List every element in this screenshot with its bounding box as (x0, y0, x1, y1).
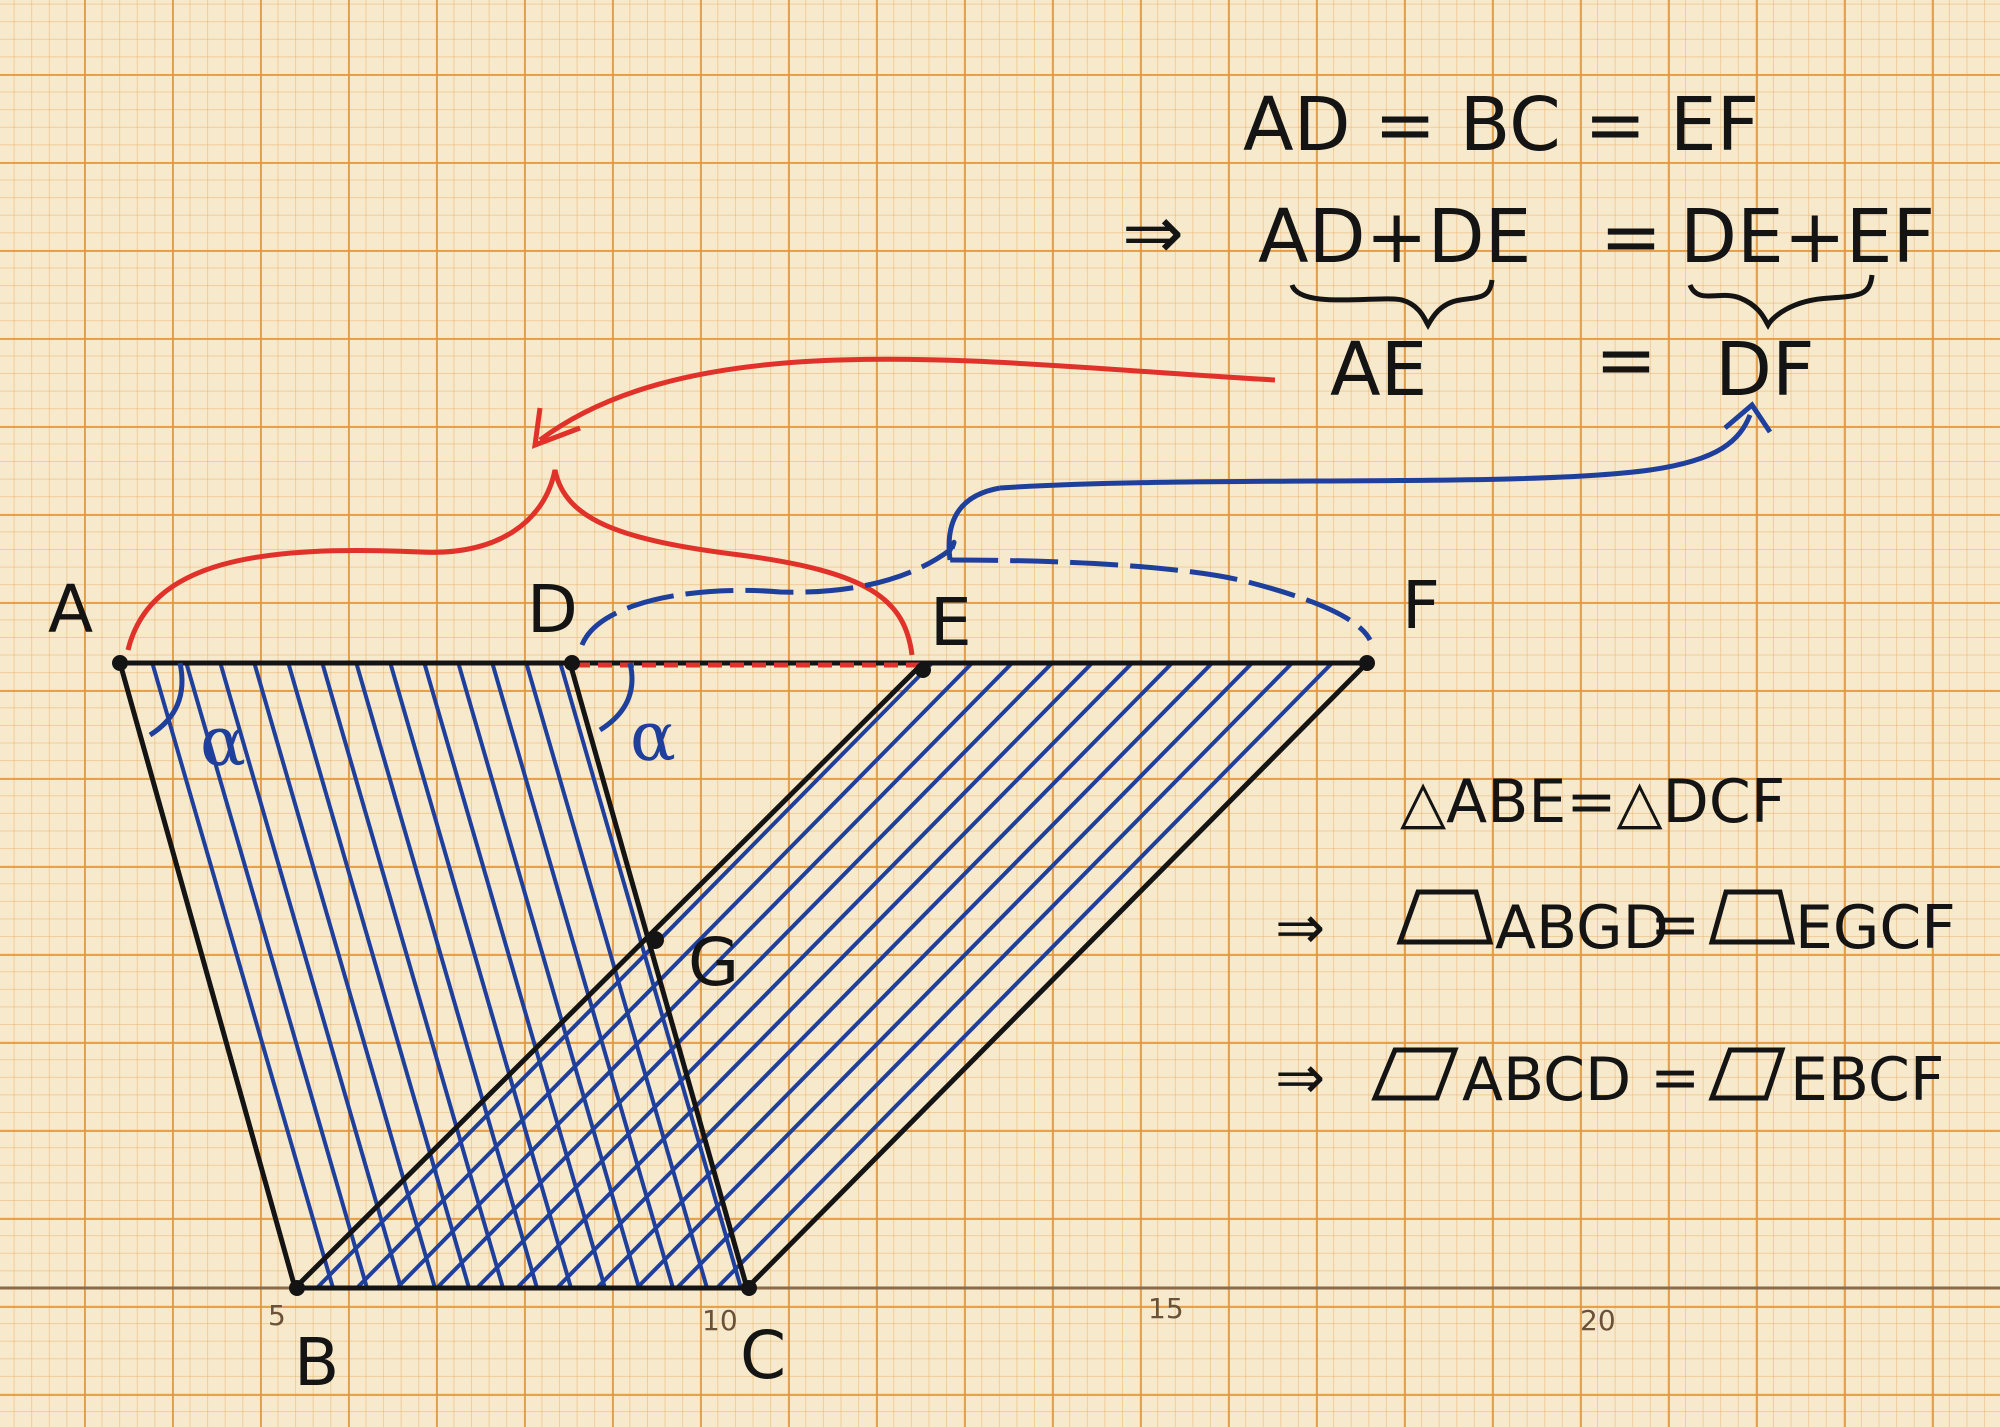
angle-arc-a (148, 662, 185, 738)
label-c: C (740, 1317, 786, 1394)
hatch-line-ebcf (348, 663, 982, 1288)
blue-arrowhead (1723, 401, 1773, 434)
segment-cf (744, 660, 1370, 1291)
blue-brace-stem (946, 485, 1001, 561)
hatch-line-ebcf (508, 663, 1142, 1288)
hatch-line-ebcf (388, 663, 1022, 1288)
points (112, 655, 1375, 1296)
hatch-line-ebcf (468, 663, 1102, 1288)
hatch-line-ebcf (428, 663, 1062, 1288)
hatch-line-abcd (352, 663, 541, 1288)
segment-ab (117, 660, 298, 1291)
hatch-line-abcd (386, 663, 575, 1288)
tick-20: 20 (1580, 1304, 1616, 1337)
hatch-line-ebcf (708, 663, 1342, 1288)
red-brace-ae (125, 469, 915, 656)
label-g: G (688, 924, 739, 1001)
red-arrowhead (531, 407, 581, 449)
eq-line2-right: DE+EF (1680, 194, 1935, 280)
point-g (646, 931, 664, 949)
cong-line3-arrow: ⇒ (1275, 1043, 1325, 1113)
tick-5: 5 (268, 1299, 286, 1332)
eq-line2-left: AD+DE (1258, 194, 1531, 280)
hatch-line-abcd (148, 663, 337, 1288)
hatch-line-abcd (420, 663, 609, 1288)
cong-line3-left: ABCD (1462, 1045, 1631, 1115)
brace-under-ad-de (1289, 279, 1495, 330)
label-e: E (930, 584, 972, 661)
label-f: F (1402, 567, 1440, 644)
hatch-line-abcd (454, 663, 643, 1288)
hatch-line-abcd (182, 663, 371, 1288)
segment-dc (567, 660, 750, 1291)
point-f (1359, 655, 1375, 671)
hatch-line-abcd (522, 663, 711, 1288)
trapezoid-icon-1 (1396, 889, 1494, 945)
hatch-line-abcd (488, 663, 677, 1288)
angle-label-a: α (200, 703, 246, 782)
hatch-line-abcd (250, 663, 439, 1288)
hatch-line-ebcf (588, 663, 1222, 1288)
angle-arc-d (598, 662, 635, 733)
label-a: A (48, 571, 93, 648)
eq-line2-arrow: ⇒ (1122, 190, 1184, 276)
point-d (564, 655, 580, 671)
eq-line3-right: DF (1715, 327, 1815, 413)
cong-line2-eq: = (1650, 890, 1700, 960)
figure-outline (117, 660, 1370, 1291)
hatch-line-ebcf (668, 663, 1302, 1288)
label-d: D (527, 571, 578, 648)
hatch-parallelogram-abcd (148, 663, 749, 1288)
hatch-line-abcd (216, 663, 405, 1288)
cong-line1: △ABE=△DCF (1400, 767, 1785, 837)
hatch-line-ebcf (628, 663, 1262, 1288)
brace-under-de-ef (1687, 274, 1875, 330)
cong-line2-arrow: ⇒ (1275, 893, 1325, 963)
eq-line3-left: AE (1330, 327, 1427, 413)
hatch-line-ebcf (308, 663, 942, 1288)
point-e (915, 662, 931, 678)
hatch-line-ebcf (548, 663, 1182, 1288)
tick-15: 15 (1148, 1292, 1184, 1325)
angle-label-d: α (630, 698, 676, 777)
cong-line3-eq: = (1650, 1043, 1700, 1113)
eq-line1: AD = BC = EF (1243, 82, 1759, 168)
tick-10: 10 (702, 1304, 738, 1337)
hatch-line-abcd (556, 663, 745, 1288)
parallelogram-icon-1 (1371, 1047, 1459, 1101)
blue-brace-df (579, 539, 1373, 647)
cong-line2-left: ABGD (1495, 893, 1669, 963)
point-b (289, 1280, 305, 1296)
hatch-line-abcd (284, 663, 473, 1288)
label-b: B (294, 1324, 339, 1401)
blue-arrow-df (999, 414, 1753, 491)
parallelogram-icon-2 (1708, 1047, 1786, 1101)
eq-line2-eq: = (1600, 194, 1662, 280)
trapezoid-icon-2 (1708, 889, 1796, 945)
segment-be (292, 660, 926, 1291)
hatch-line-abcd (318, 663, 507, 1288)
eq-line3-eq: = (1595, 317, 1657, 403)
point-c (741, 1280, 757, 1296)
red-arrow-ae (538, 356, 1276, 443)
cong-line2-right: EGCF (1795, 893, 1956, 963)
point-a (112, 655, 128, 671)
cong-line3-right: EBCF (1790, 1045, 1944, 1115)
